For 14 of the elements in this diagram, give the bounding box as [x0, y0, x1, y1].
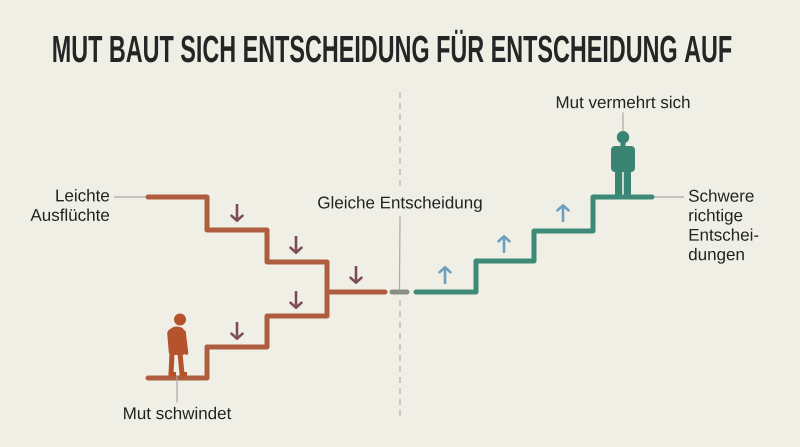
leader-line: [176, 376, 178, 403]
annotation-label: Schwere richtige Entschei- dungen: [688, 189, 758, 264]
leader-line: [114, 196, 146, 198]
leader-line: [398, 216, 401, 290]
person-figure: [611, 131, 635, 195]
annotation-label: Mut schwindet: [124, 406, 232, 420]
leader-line: [622, 112, 624, 131]
annotation-label: Gleiche Entscheidung: [318, 196, 482, 212]
junction-bar: [390, 290, 410, 294]
title: MUT BAUT SICH ENTSCHEIDUNG FÜR ENTSCHEIDUNG AUF: [53, 30, 732, 62]
person-figure: [167, 314, 188, 376]
annotation-label: Mut vermehrt sich: [556, 96, 690, 108]
annotation-label: Leichte Ausflüchte: [30, 189, 110, 221]
leader-line: [654, 196, 684, 198]
